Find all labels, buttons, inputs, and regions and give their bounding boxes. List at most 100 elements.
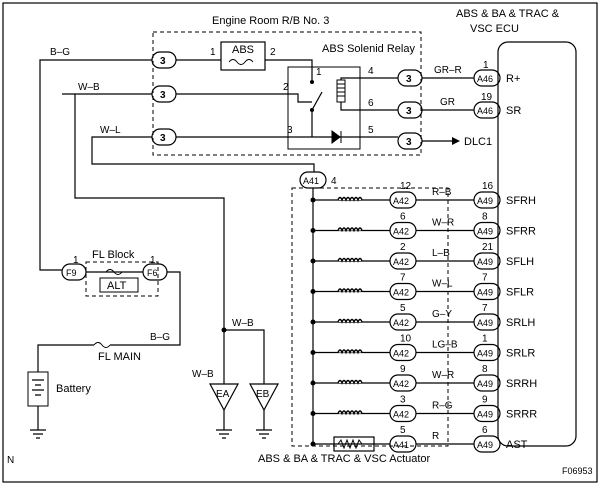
ecu-connector-label: A49 <box>477 440 493 450</box>
dlc-arrow <box>452 137 460 145</box>
solenoid-coil-icon <box>337 410 363 416</box>
svg-text:3: 3 <box>160 56 166 67</box>
actuator-connector-label: A42 <box>393 349 409 359</box>
solenoid-coil-icon <box>337 318 363 324</box>
ecu-connector-label: A49 <box>477 410 493 420</box>
ecu-pin-number: 6 <box>482 425 488 436</box>
wire-color-label: W–R <box>432 218 454 229</box>
actuator-box <box>291 187 449 447</box>
svg-text:GR–R: GR–R <box>434 65 462 76</box>
ecu-connector-label: A49 <box>477 349 493 359</box>
svg-text:1: 1 <box>150 255 156 266</box>
actuator-connector-label: A41 <box>393 440 409 450</box>
ecu-connector <box>473 374 501 392</box>
solenoid-coil-icon <box>337 227 363 233</box>
ecu-connector <box>473 343 501 362</box>
actuator-pin-number: 5 <box>400 425 406 436</box>
ecu-connector <box>473 313 501 331</box>
svg-text:EA: EA <box>216 389 230 400</box>
actuator-pin-number: 2 <box>400 242 406 253</box>
svg-text:SR: SR <box>506 105 521 117</box>
svg-text:EB: EB <box>256 389 270 400</box>
svg-text:4: 4 <box>331 176 337 187</box>
battery-symbol <box>27 371 49 407</box>
ecu-signal-label: SFRR <box>506 226 536 238</box>
svg-text:GR: GR <box>440 97 455 108</box>
ecu-box <box>497 41 577 447</box>
actuator-pin-number: 10 <box>400 334 412 345</box>
relay-diode <box>331 130 342 144</box>
wire-label-wl-top: W–L <box>100 125 121 136</box>
relay-switch-blade <box>311 91 323 111</box>
wire-label-wb-top: W–B <box>78 82 100 93</box>
relay-box <box>287 66 361 150</box>
svg-text:3: 3 <box>406 74 412 85</box>
fl-main-label: FL MAIN <box>98 351 141 363</box>
wire-label-bg-top: B–G <box>50 47 70 58</box>
ecu-pin-number: 8 <box>482 364 488 375</box>
wire-color-label: W–R <box>432 370 454 381</box>
ecu-pin-number: 7 <box>482 303 488 314</box>
svg-text:A46: A46 <box>477 106 493 116</box>
solenoid-coil-icon <box>337 379 363 385</box>
ecu-pin-number: 21 <box>482 242 494 253</box>
battery-label: Battery <box>56 383 91 395</box>
ecu-signal-label: SRRH <box>506 378 537 390</box>
ecu-connector <box>473 404 501 423</box>
relay-pin-2: 2 <box>283 82 289 93</box>
svg-text:3: 3 <box>160 90 166 101</box>
rb-title: Engine Room R/B No. 3 <box>212 15 329 27</box>
actuator-connector-label: A42 <box>393 318 409 328</box>
svg-text:A46: A46 <box>477 74 493 84</box>
relay-coil <box>336 79 346 103</box>
wire-ea-eb <box>224 329 265 384</box>
wire-color-label: R–G <box>432 401 453 412</box>
fl-alt-fuse-symbol <box>105 269 123 275</box>
svg-text:1: 1 <box>483 60 489 71</box>
wire-f6-down <box>110 271 181 346</box>
ecu-pin-number: 7 <box>482 273 488 284</box>
fl-connector-f6: 1 F6 <box>142 255 168 281</box>
wire-color-label: R <box>432 431 439 442</box>
abs-fuse-symbol <box>228 59 254 65</box>
ecu-connector <box>473 191 501 209</box>
rb-connector-2: 3 <box>151 85 177 103</box>
relay-pin-3: 3 <box>287 125 293 136</box>
actuator-pin-number: 9 <box>400 364 406 375</box>
wire-fl-main <box>37 344 94 372</box>
abs-fuse-label: ABS <box>232 44 254 56</box>
wire-color-label: L–B <box>432 248 450 259</box>
ecu-connector-label: A49 <box>477 196 493 206</box>
fl-block-label: FL Block <box>92 249 135 261</box>
relay-pin-1: 1 <box>316 67 322 78</box>
actuator-connector-label: A42 <box>393 410 409 420</box>
corner-n: N <box>7 455 14 466</box>
actuator-pin-number: 6 <box>400 212 406 223</box>
alt-fuse-box <box>99 277 139 293</box>
ecu-row-r-plus: GR–R 1 A46 R+ <box>434 60 520 87</box>
solenoid-coil-icon <box>337 257 363 263</box>
wire-label-wb-mid: W–B <box>232 318 254 329</box>
solenoid-coil-icon <box>337 196 363 202</box>
abs-pin-right: 2 <box>270 47 276 58</box>
wire-bg-top <box>39 59 152 271</box>
actuator-connector-label: A42 <box>393 288 409 298</box>
svg-text:19: 19 <box>481 92 493 103</box>
ecu-label-line2: VSC ECU <box>470 23 519 35</box>
svg-text:F9: F9 <box>66 268 77 278</box>
battery-ground-symbol <box>30 429 46 439</box>
relay-pin-5: 5 <box>368 125 374 136</box>
actuator-pin-number: 5 <box>400 303 406 314</box>
motor-resistor-icon <box>333 436 375 452</box>
ecu-pin-number: 9 <box>482 395 488 406</box>
abs-fuse-box <box>220 41 266 71</box>
wire-color-label: W–L <box>432 279 453 290</box>
fl-block-box <box>85 261 159 297</box>
ecu-signal-label: SRLH <box>506 317 535 329</box>
abs-pin-left: 1 <box>210 47 216 58</box>
